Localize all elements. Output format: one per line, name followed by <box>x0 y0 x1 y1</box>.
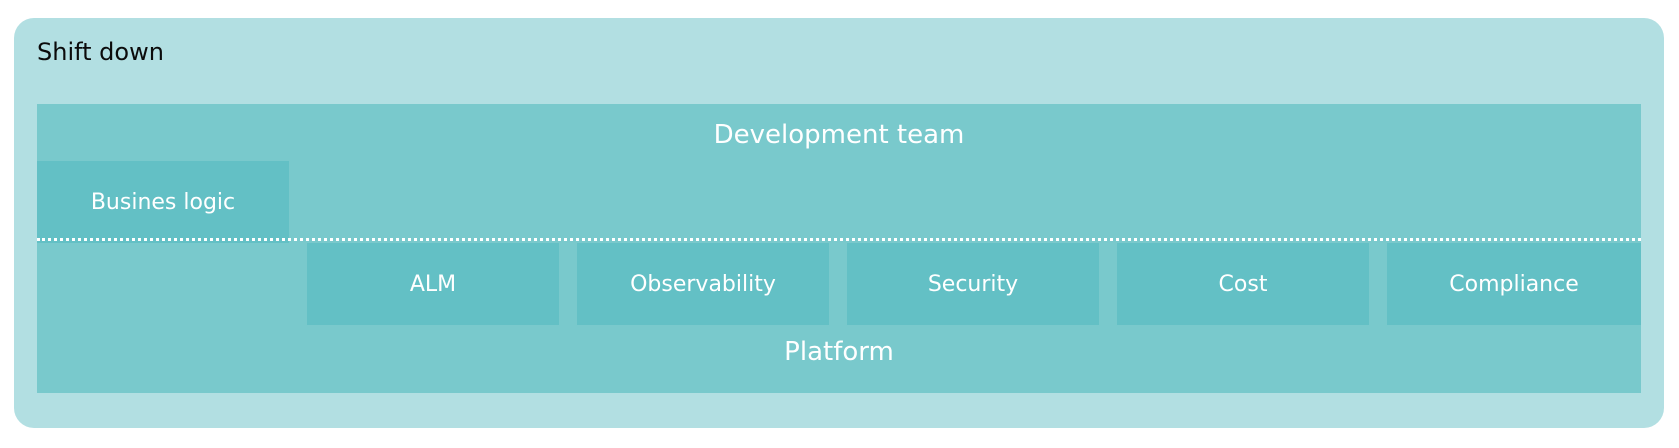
capability-box-alm: ALM <box>307 243 559 325</box>
business-logic-label: Busines logic <box>90 189 236 215</box>
capability-label: Security <box>927 271 1019 297</box>
main-band: Development team Busines logic ALM Obser… <box>37 104 1641 393</box>
diagram-title: Shift down <box>37 38 164 66</box>
capability-box-observability: Observability <box>577 243 829 325</box>
capability-label: Compliance <box>1449 271 1579 297</box>
platform-label: Platform <box>784 337 894 367</box>
capability-box-cost: Cost <box>1117 243 1369 325</box>
layer-divider <box>37 238 1641 241</box>
capability-box-security: Security <box>847 243 1099 325</box>
capability-label: Cost <box>1218 271 1268 297</box>
capability-label: Observability <box>630 271 776 297</box>
business-logic-box: Busines logic <box>37 161 289 243</box>
capability-box-compliance: Compliance <box>1387 243 1641 325</box>
capability-label: ALM <box>409 271 457 297</box>
shift-down-container: Shift down Development team Busines logi… <box>14 18 1664 428</box>
development-team-label: Development team <box>713 120 965 150</box>
